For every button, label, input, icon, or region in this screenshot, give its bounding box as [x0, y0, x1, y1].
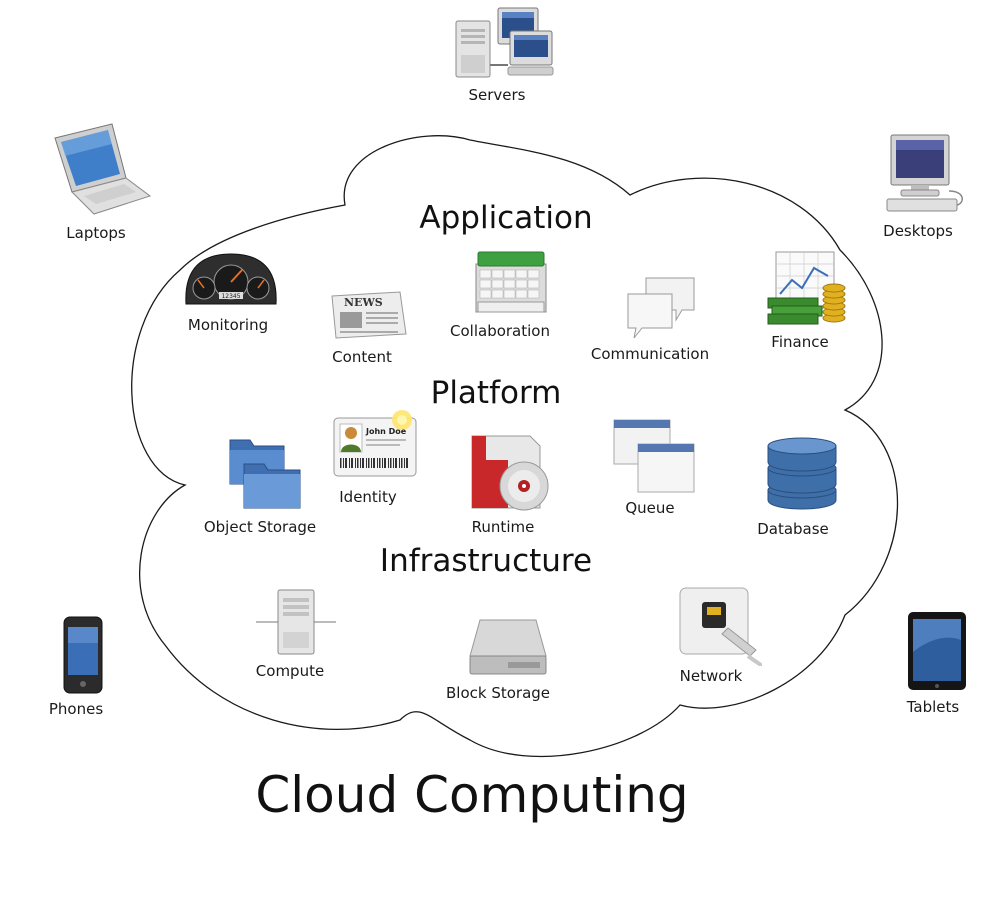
id-card-icon: John Doe — [333, 410, 417, 477]
content-masthead: NEWS — [344, 296, 383, 309]
newspaper-icon: NEWS — [331, 291, 407, 339]
laptop-icon — [54, 123, 152, 215]
hard-drive-icon — [469, 619, 547, 675]
object-storage-label: Object Storage — [203, 518, 317, 536]
desktop-icon — [886, 134, 963, 212]
database-label: Database — [757, 520, 829, 538]
monitoring-readout: 12345 — [221, 293, 240, 300]
monitoring-label: Monitoring — [187, 316, 269, 334]
runtime-disc-icon — [471, 435, 549, 511]
server-icon — [455, 7, 554, 78]
runtime-label: Runtime — [471, 518, 535, 536]
identity-label: Identity — [339, 488, 397, 506]
finance-chart-icon — [767, 251, 846, 325]
desktops-label: Desktops — [883, 222, 953, 240]
application-heading: Application — [419, 200, 593, 236]
calendar-icon — [475, 251, 547, 313]
window-stack-icon — [613, 419, 695, 493]
collaboration-label: Collaboration — [450, 322, 550, 340]
network-label: Network — [679, 667, 743, 685]
block-storage-label: Block Storage — [445, 684, 551, 702]
content-label: Content — [332, 348, 392, 366]
folders-icon — [229, 439, 301, 509]
gauge-icon: 12345 — [185, 253, 277, 305]
speech-bubbles-icon — [627, 277, 695, 339]
queue-label: Queue — [625, 499, 675, 517]
tablets-label: Tablets — [906, 698, 960, 716]
identity-card-name: John Doe — [365, 427, 407, 436]
database-icon — [767, 437, 837, 510]
tower-server-icon — [256, 589, 336, 655]
phones-label: Phones — [48, 700, 104, 718]
compute-label: Compute — [255, 662, 325, 680]
diagram-title: Cloud Computing — [255, 766, 689, 824]
ethernet-jack-icon — [679, 587, 762, 666]
tablet-icon — [908, 612, 966, 690]
servers-label: Servers — [468, 86, 526, 104]
finance-label: Finance — [771, 333, 829, 351]
platform-heading: Platform — [430, 375, 562, 411]
infrastructure-heading: Infrastructure — [379, 543, 593, 579]
phone-icon — [63, 616, 103, 694]
communication-label: Communication — [590, 345, 710, 363]
laptops-label: Laptops — [66, 224, 126, 242]
